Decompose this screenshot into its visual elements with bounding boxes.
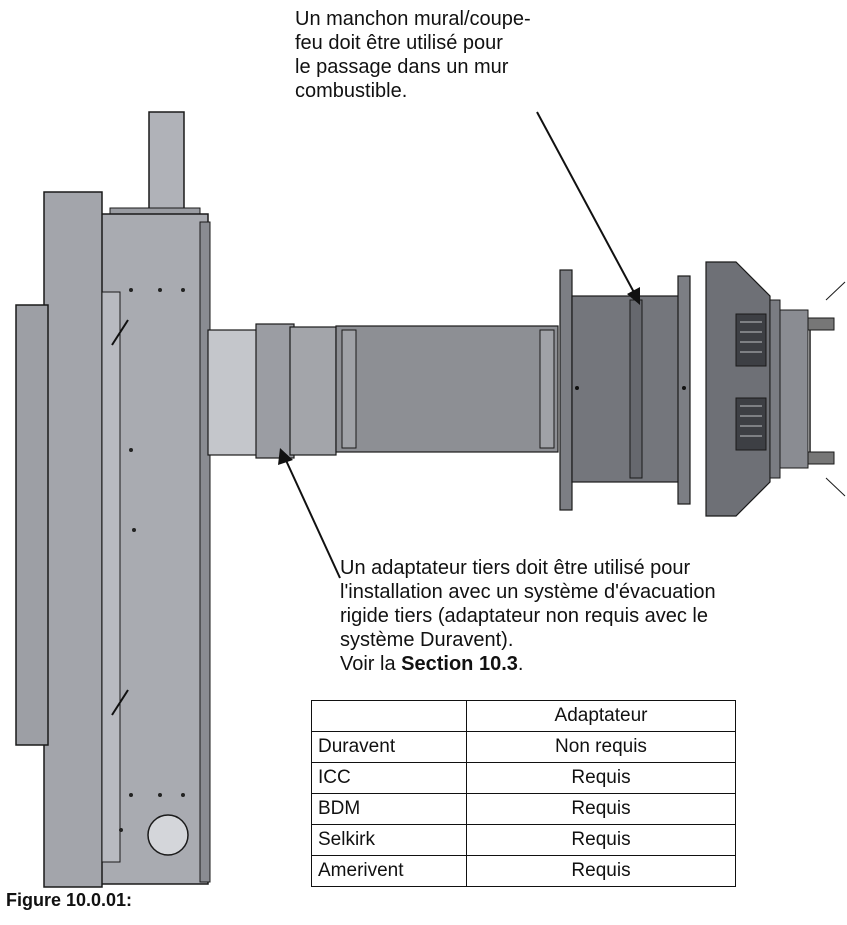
table-header-cell [311, 700, 467, 732]
wall-thimble-note: Un manchon mural/coupe- feu doit être ut… [295, 7, 531, 103]
adapter-note: Un adaptateur tiers doit être utilisé po… [340, 556, 716, 676]
note-line: feu doit être utilisé pour [295, 32, 503, 54]
table-cell-adapter: Non requis [466, 731, 736, 763]
flue-collar [109, 111, 201, 219]
fireplace-shape [15, 191, 211, 888]
table-cell-brand: Duravent [311, 731, 467, 763]
table-cell-adapter: Requis [466, 762, 736, 794]
table-row: Selkirk Requis [311, 824, 736, 856]
note-line: Un manchon mural/coupe- [295, 8, 531, 30]
vent-cap-shape [705, 261, 846, 517]
section-suffix: . [517, 653, 524, 675]
table-cell-brand: Amerivent [311, 855, 467, 887]
note-line: système Duravent). [340, 629, 514, 651]
arrow-icon [536, 111, 640, 305]
note-line: combustible. [295, 80, 408, 102]
table-cell-brand: Selkirk [311, 824, 467, 856]
table-cell-adapter: Requis [466, 855, 736, 887]
note-line: l'installation avec un système d'évacuat… [340, 581, 716, 603]
section-reference: Voir la Section 10.3. [340, 652, 716, 676]
section-prefix: Voir la [340, 653, 402, 675]
wall-thimble-shape [559, 269, 691, 511]
note-line: le passage dans un mur [295, 56, 509, 78]
note-line: rigide tiers (adaptateur non requis avec… [340, 605, 708, 627]
table-cell-brand: ICC [311, 762, 467, 794]
adapter-shape [207, 323, 337, 459]
table-cell-adapter: Requis [466, 824, 736, 856]
table-header-row: Adaptateur [311, 700, 736, 732]
figure-caption: Figure 10.0.01: [6, 890, 133, 910]
vent-pipe-shape [335, 325, 559, 453]
section-link: Section 10.3 [401, 653, 518, 675]
table-header-cell: Adaptateur [466, 700, 736, 732]
table-cell-adapter: Requis [466, 793, 736, 825]
table-row: ICC Requis [311, 762, 736, 794]
table-row: BDM Requis [311, 793, 736, 825]
note-line: Un adaptateur tiers doit être utilisé po… [340, 557, 691, 579]
table-row: Duravent Non requis [311, 731, 736, 763]
table-row: Amerivent Requis [311, 855, 736, 887]
adapter-table: Adaptateur Duravent Non requis ICC Requi… [311, 700, 736, 887]
table-cell-brand: BDM [311, 793, 467, 825]
arrow-icon [278, 448, 341, 579]
